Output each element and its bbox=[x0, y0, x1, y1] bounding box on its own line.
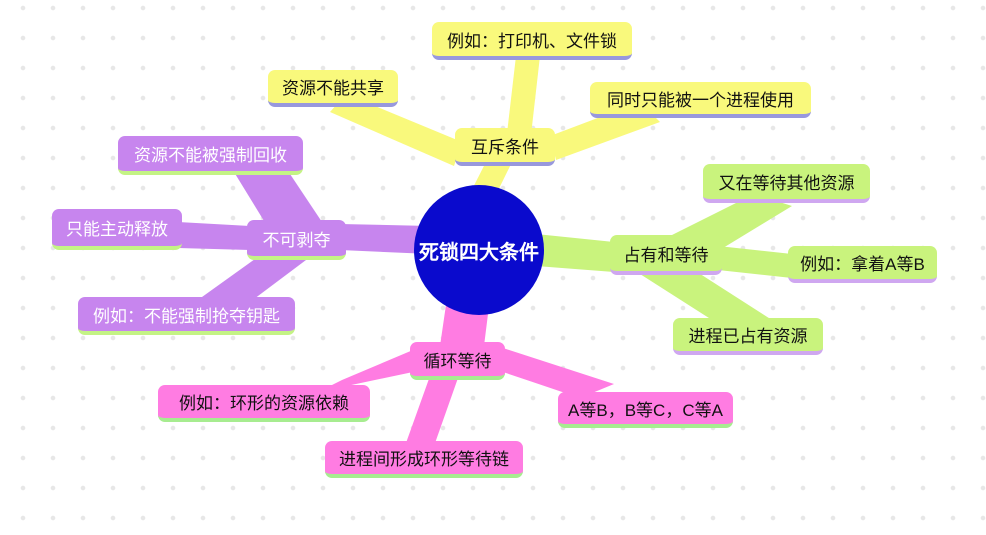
node-a-waits-b-chain[interactable]: A等B，B等C，C等A bbox=[558, 392, 733, 428]
node-hold-example[interactable]: 例如：拿着A等B bbox=[788, 246, 937, 283]
node-mutual-exclusion[interactable]: 互斥条件 bbox=[455, 128, 555, 166]
node-waiting-other-resources[interactable]: 又在等待其他资源 bbox=[703, 164, 870, 203]
edge-hold-to-example bbox=[718, 246, 792, 278]
edge-mutex-to-not-shareable bbox=[330, 94, 462, 166]
edge-nopreempt-to-no-forced-reclaim bbox=[234, 168, 322, 234]
node-no-preemption[interactable]: 不可剥夺 bbox=[247, 220, 346, 260]
node-process-occupies-resource[interactable]: 进程已占有资源 bbox=[673, 318, 823, 355]
node-resource-not-shareable[interactable]: 资源不能共享 bbox=[268, 70, 398, 107]
node-mutex-example[interactable]: 例如：打印机、文件锁 bbox=[432, 22, 632, 60]
center-topic[interactable]: 死锁四大条件 bbox=[414, 185, 544, 315]
edge-circular-to-example bbox=[318, 350, 413, 392]
node-nopreempt-example[interactable]: 例如：不能强制抢夺钥匙 bbox=[78, 297, 295, 335]
node-voluntary-release-only[interactable]: 只能主动释放 bbox=[52, 209, 182, 250]
edge-nopreempt-to-example bbox=[202, 254, 306, 302]
edge-mutex-to-example bbox=[506, 56, 540, 144]
node-circular-wait-chain[interactable]: 进程间形成环形等待链 bbox=[325, 441, 523, 478]
node-circular-example[interactable]: 例如：环形的资源依赖 bbox=[158, 385, 370, 422]
edge-center-to-hold bbox=[536, 234, 614, 272]
edge-circular-to-wait-chain bbox=[406, 376, 458, 446]
edge-circular-to-abc bbox=[503, 348, 614, 398]
node-single-process-use[interactable]: 同时只能被一个进程使用 bbox=[590, 82, 811, 118]
node-circular-wait[interactable]: 循环等待 bbox=[410, 342, 505, 380]
edge-nopreempt-to-voluntary-release bbox=[178, 222, 250, 250]
node-hold-and-wait[interactable]: 占有和等待 bbox=[610, 235, 722, 275]
node-no-forced-reclaim[interactable]: 资源不能被强制回收 bbox=[118, 136, 303, 175]
edge-center-to-nopreempt bbox=[340, 224, 430, 254]
